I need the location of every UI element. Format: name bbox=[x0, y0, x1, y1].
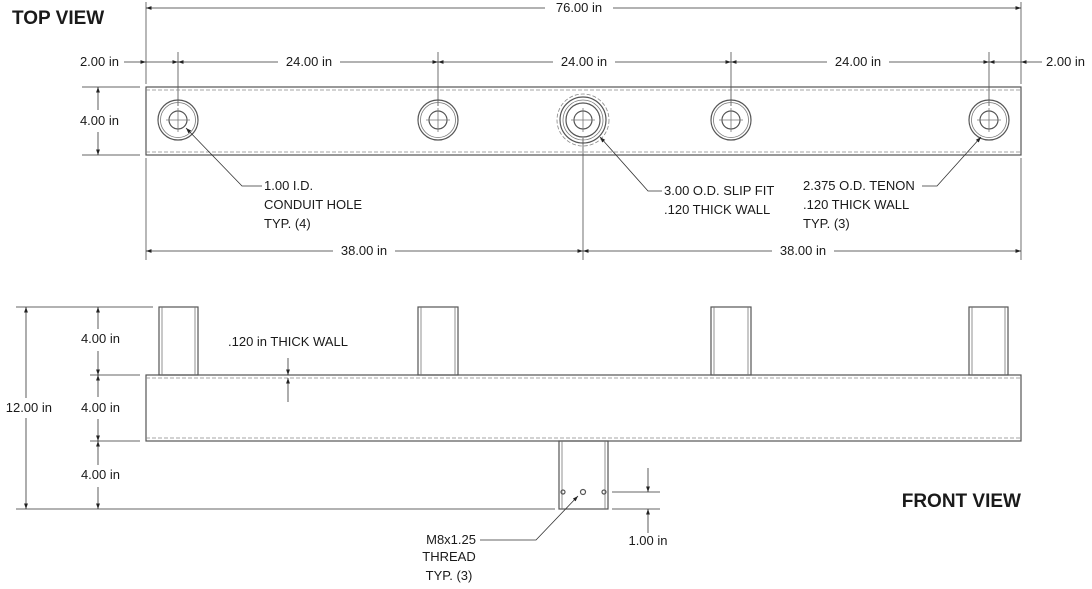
dim-width-text: 4.00 in bbox=[80, 113, 119, 128]
callout-conduit-line-2: CONDUIT HOLE bbox=[264, 197, 362, 212]
dim-overall-height-text: 12.00 in bbox=[6, 400, 52, 415]
callout-tenon-line-1: 2.375 O.D. TENON bbox=[803, 178, 915, 193]
leader-slip-fit bbox=[599, 136, 662, 192]
dim-thread-offset-text: 1.00 in bbox=[628, 533, 667, 548]
tenon-hole-3 bbox=[710, 99, 752, 141]
tenon-hole-2 bbox=[417, 99, 459, 141]
callout-slip-fit-line-1: 3.00 O.D. SLIP FIT bbox=[664, 183, 774, 198]
slip-fit-hole bbox=[556, 93, 610, 147]
dim-overall-height: 12.00 in bbox=[6, 307, 52, 509]
dim-half-left-text: 38.00 in bbox=[341, 243, 387, 258]
dim-slip-height-text: 4.00 in bbox=[81, 467, 120, 482]
dim-spacing-3-text: 24.00 in bbox=[835, 54, 881, 69]
dim-tenon-height-text: 4.00 in bbox=[81, 331, 120, 346]
callout-tenon-line-2: .120 THICK WALL bbox=[803, 197, 909, 212]
callout-slip-fit-line-2: .120 THICK WALL bbox=[664, 202, 770, 217]
dim-wall-text: .120 in THICK WALL bbox=[228, 334, 348, 349]
callout-thread-line-2: THREAD bbox=[422, 549, 475, 564]
dim-slip-height: 4.00 in bbox=[81, 441, 120, 509]
dim-wall-thickness: .120 in THICK WALL bbox=[228, 334, 348, 402]
dim-end-right-text: 2.00 in bbox=[1046, 54, 1085, 69]
front-tenon-1 bbox=[158, 306, 199, 376]
dim-tenon-height: 4.00 in bbox=[81, 307, 120, 375]
tenon-hole-1 bbox=[157, 99, 199, 141]
dim-overall-text: 76.00 in bbox=[556, 0, 602, 15]
front-body bbox=[145, 374, 1022, 442]
dim-body-height: 4.00 in bbox=[81, 375, 120, 441]
front-tenon-2 bbox=[417, 306, 459, 376]
dim-hole-spacing-row: 2.00 in 24.00 in 24.00 in 24.00 in 2.00 … bbox=[80, 54, 1085, 69]
callout-tenon-line-3: TYP. (3) bbox=[803, 216, 850, 231]
callout-thread-line-1: M8x1.25 bbox=[426, 532, 476, 547]
dim-half-right-text: 38.00 in bbox=[780, 243, 826, 258]
callout-thread-line-3: TYP. (3) bbox=[426, 568, 473, 583]
top-view-title: TOP VIEW bbox=[12, 8, 104, 29]
callout-conduit-line-3: TYP. (4) bbox=[264, 216, 311, 231]
dim-end-left-text: 2.00 in bbox=[80, 54, 119, 69]
top-body bbox=[145, 86, 1022, 156]
leader-conduit bbox=[185, 127, 262, 187]
leader-thread bbox=[480, 495, 579, 541]
dim-overall-length: 76.00 in bbox=[146, 0, 1021, 15]
dim-body-height-text: 4.00 in bbox=[81, 400, 120, 415]
top-extension-lines bbox=[82, 2, 1022, 260]
front-slip-fit bbox=[558, 440, 609, 510]
leader-tenon bbox=[922, 136, 982, 187]
dim-top-width: 4.00 in bbox=[80, 87, 119, 155]
dim-spacing-2-text: 24.00 in bbox=[561, 54, 607, 69]
front-tenon-4 bbox=[968, 306, 1009, 376]
dim-half-lengths: 38.00 in 38.00 in bbox=[146, 243, 1021, 258]
tenon-hole-4 bbox=[968, 99, 1010, 141]
dim-thread-offset: 1.00 in bbox=[628, 468, 668, 548]
dim-spacing-1-text: 24.00 in bbox=[286, 54, 332, 69]
callout-conduit-line-1: 1.00 I.D. bbox=[264, 178, 313, 193]
front-view-title: FRONT VIEW bbox=[902, 491, 1021, 512]
front-tenon-3 bbox=[710, 306, 752, 376]
